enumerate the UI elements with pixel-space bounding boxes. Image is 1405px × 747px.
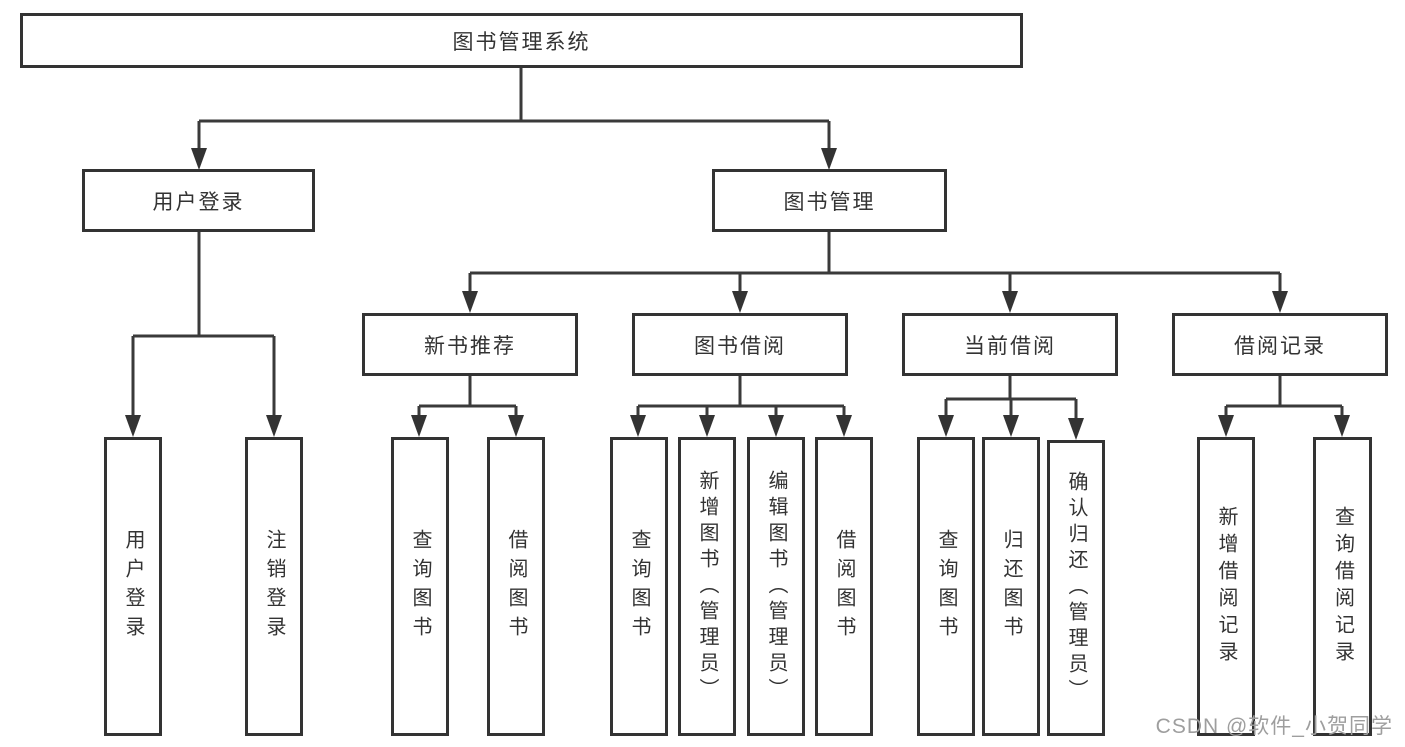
node-book-management: 图书管理 — [712, 169, 947, 232]
arrow-down-icon — [1002, 291, 1018, 313]
arrow-down-icon — [630, 415, 646, 437]
arrow-down-icon — [938, 415, 954, 437]
node-label: 编辑图书（管理员） — [765, 469, 787, 704]
leaf-borrow-books-1: 借阅图书 — [487, 437, 545, 736]
node-label: 借阅记录 — [1234, 334, 1326, 358]
arrow-down-icon — [1272, 291, 1288, 313]
leaf-logout: 注销登录 — [245, 437, 303, 736]
node-label: 用户登录 — [122, 528, 144, 645]
leaf-user-login: 用户登录 — [104, 437, 162, 736]
node-label: 用户登录 — [152, 190, 245, 214]
arrow-down-icon — [508, 415, 524, 437]
arrow-down-icon — [732, 291, 748, 313]
node-borrowing-records: 借阅记录 — [1172, 313, 1388, 376]
node-label: 查询图书 — [935, 528, 957, 645]
leaf-return-books: 归还图书 — [982, 437, 1040, 736]
node-label: 注销登录 — [263, 528, 285, 645]
arrow-down-icon — [411, 415, 427, 437]
arrow-down-icon — [836, 415, 852, 437]
arrow-down-icon — [768, 415, 784, 437]
node-label: 查询图书 — [409, 528, 431, 645]
node-label: 借阅图书 — [505, 528, 527, 645]
node-user-login: 用户登录 — [82, 169, 315, 232]
arrow-down-icon — [821, 148, 837, 170]
node-label: 新增借阅记录 — [1215, 505, 1237, 668]
leaf-query-books-1: 查询图书 — [391, 437, 449, 736]
leaf-borrow-books-2: 借阅图书 — [815, 437, 873, 736]
arrow-down-icon — [699, 415, 715, 437]
arrow-down-icon — [1334, 415, 1350, 437]
node-label: 当前借阅 — [964, 334, 1056, 358]
arrow-down-icon — [1003, 415, 1019, 437]
node-label: 新书推荐 — [424, 334, 516, 358]
node-label: 确认归还（管理员） — [1065, 471, 1087, 705]
arrow-down-icon — [191, 148, 207, 170]
leaf-confirm-return-admin: 确认归还（管理员） — [1047, 440, 1105, 736]
arrow-down-icon — [125, 415, 141, 437]
node-label: 借阅图书 — [833, 528, 855, 645]
leaf-query-borrow-record: 查询借阅记录 — [1313, 437, 1372, 736]
node-label: 查询图书 — [628, 528, 650, 645]
leaf-query-books-2: 查询图书 — [610, 437, 668, 736]
node-label: 归还图书 — [1000, 528, 1022, 645]
leaf-add-books-admin: 新增图书（管理员） — [678, 437, 736, 736]
arrow-down-icon — [462, 291, 478, 313]
node-root-system: 图书管理系统 — [20, 13, 1023, 68]
leaf-query-books-3: 查询图书 — [917, 437, 975, 736]
csdn-watermark: CSDN @软件_小贺同学 — [1155, 715, 1393, 738]
node-current-borrowing: 当前借阅 — [902, 313, 1118, 376]
node-book-borrowing: 图书借阅 — [632, 313, 848, 376]
node-label: 新增图书（管理员） — [696, 469, 718, 704]
node-label: 图书管理 — [783, 190, 876, 214]
node-label: 查询借阅记录 — [1331, 505, 1354, 668]
arrow-down-icon — [1218, 415, 1234, 437]
node-label: 图书借阅 — [694, 334, 786, 358]
arrow-down-icon — [1068, 418, 1084, 440]
node-label: 图书管理系统 — [452, 30, 591, 54]
leaf-edit-books-admin: 编辑图书（管理员） — [747, 437, 805, 736]
node-new-book-recommend: 新书推荐 — [362, 313, 578, 376]
leaf-add-borrow-record: 新增借阅记录 — [1197, 437, 1255, 736]
arrow-down-icon — [266, 415, 282, 437]
